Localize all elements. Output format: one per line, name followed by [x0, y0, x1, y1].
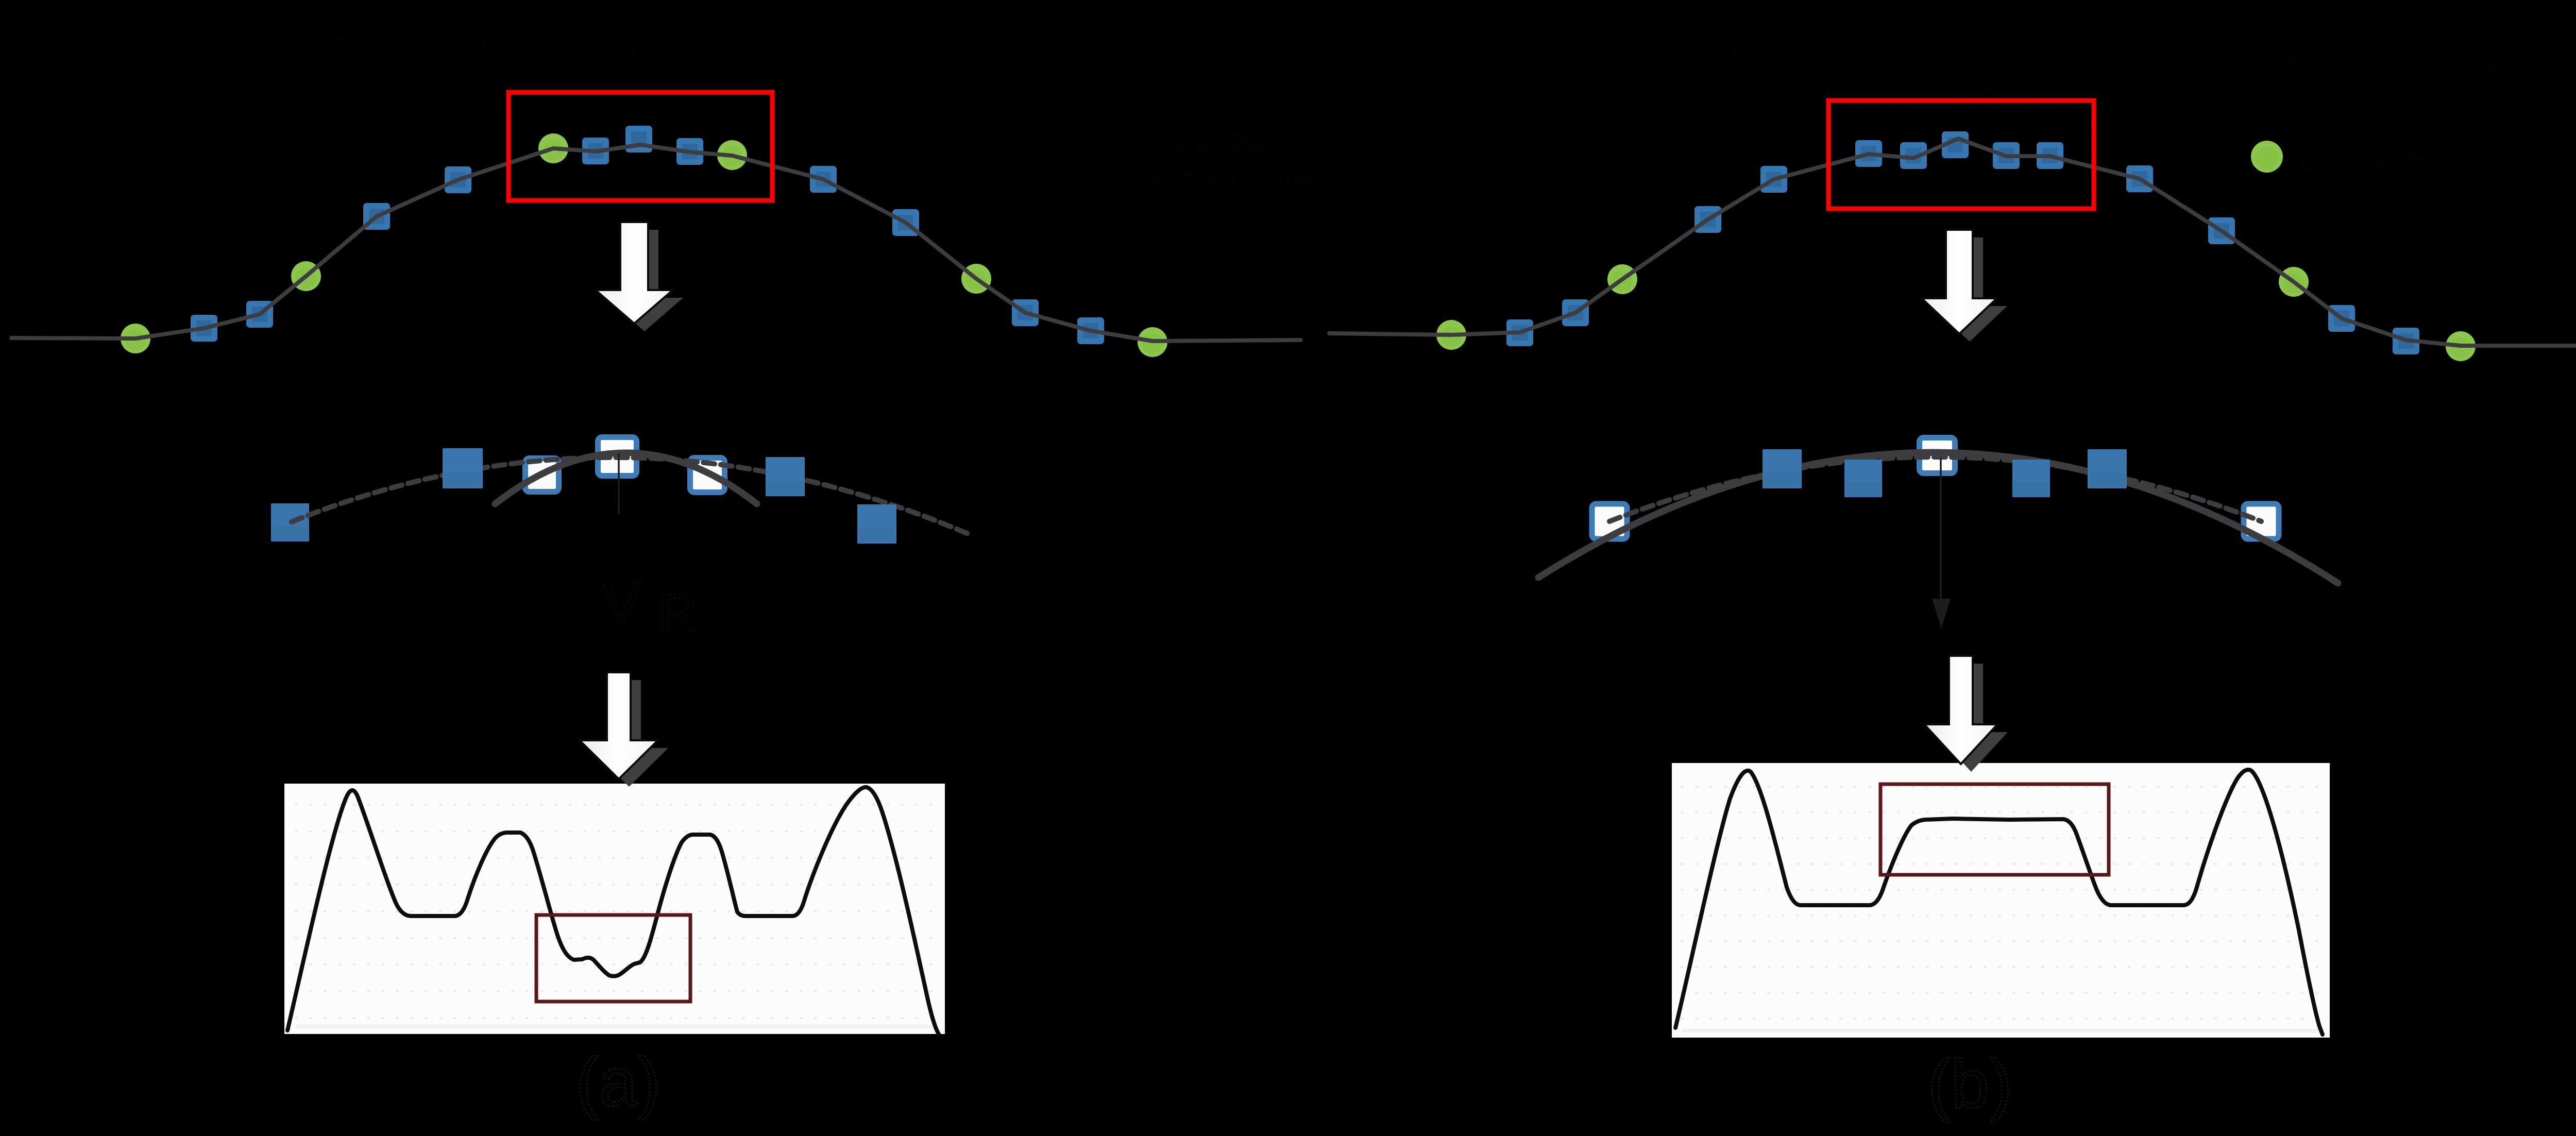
svg-text:original frame: original frame — [1136, 128, 1298, 158]
svg-text:V: V — [602, 569, 641, 635]
svg-text:The ground truth video sequenc: The ground truth video sequence — [331, 27, 966, 75]
svg-text:sampled frame: sampled frame — [1136, 162, 1313, 192]
svg-text:(a): (a) — [576, 1044, 660, 1121]
svg-text:frames dropped: frames dropped — [1822, 80, 2125, 129]
svg-text:dropped frame: dropped frame — [2300, 146, 2475, 176]
svg-text:(b): (b) — [1928, 1046, 2012, 1123]
svg-text:The video sequence with frames: The video sequence with frames dropped b… — [1706, 32, 2557, 80]
svg-text:R: R — [658, 583, 697, 643]
